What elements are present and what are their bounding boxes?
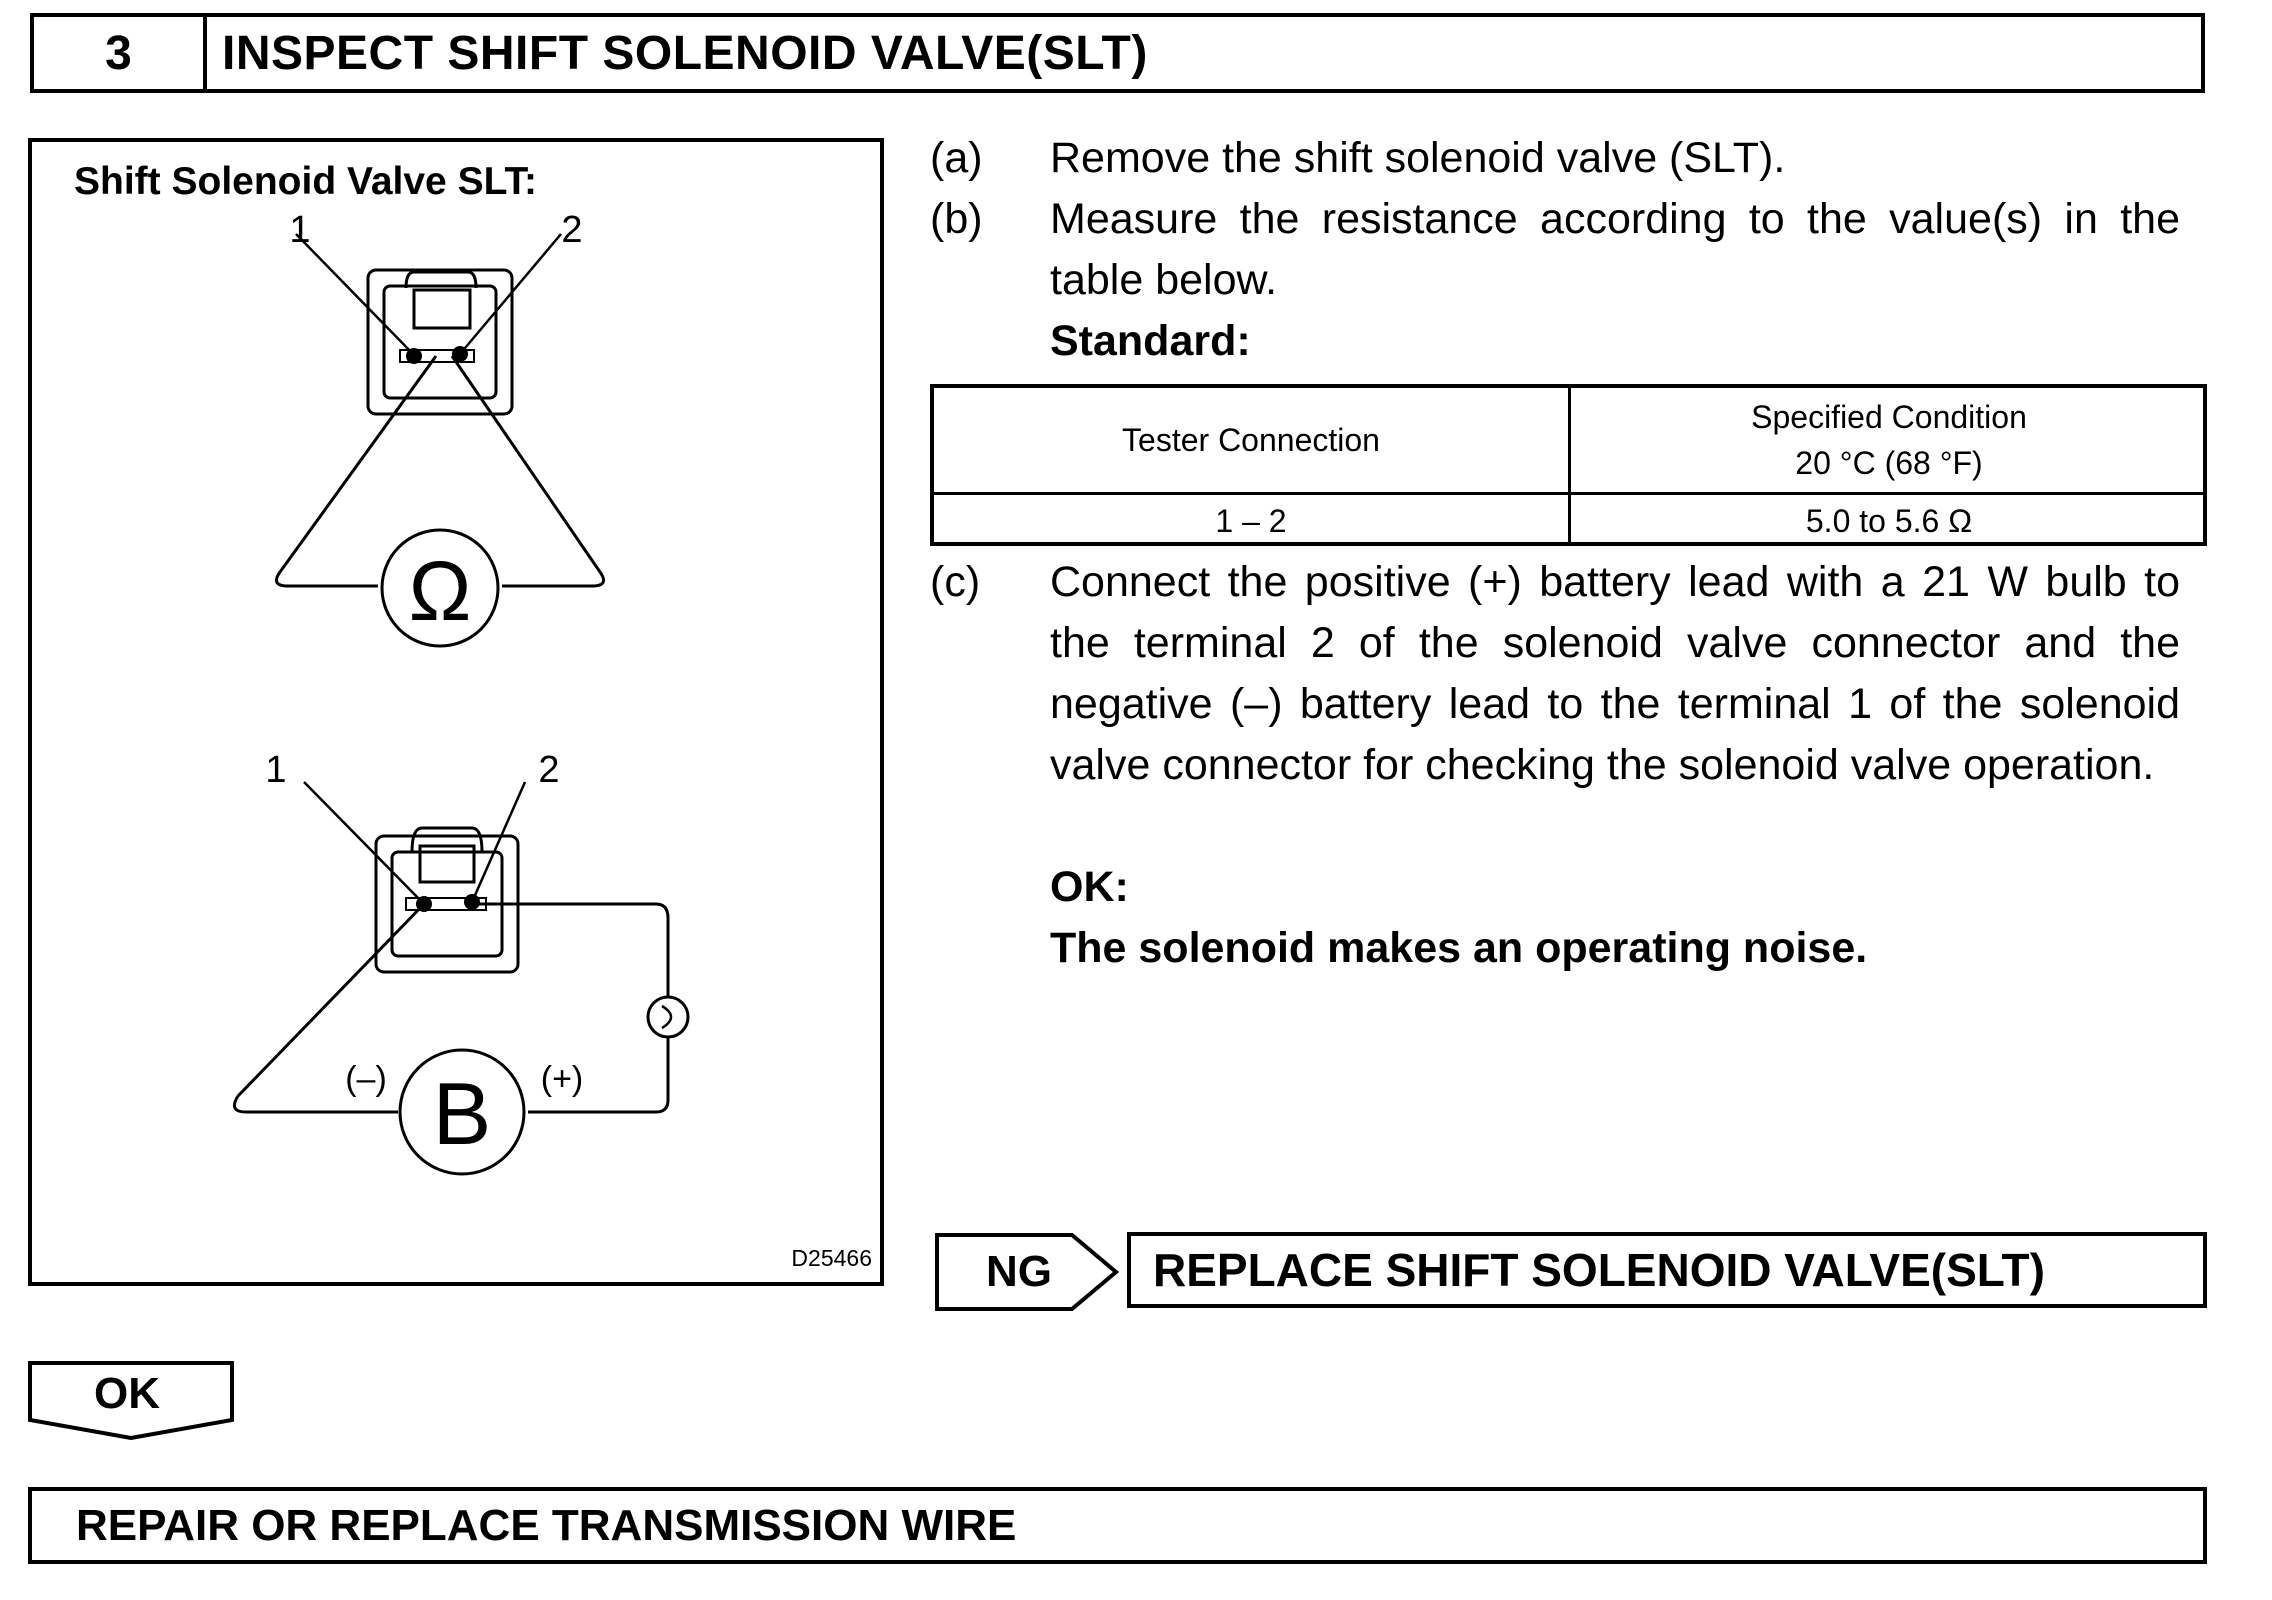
wire-right-bottom [502,571,606,588]
connector-outer [366,268,514,416]
bulb-icon [646,995,690,1039]
figure-panel: Shift Solenoid Valve SLT: 1 2 Ω [28,138,884,1286]
step-number: 3 [34,17,207,89]
lead-label-1 [295,233,416,357]
ok-action-box: REPAIR OR REPLACE TRANSMISSION WIRE [28,1487,2207,1564]
wire-positive-top [472,902,670,997]
instruction-b-text: Measure the resistance according to the … [1050,195,2180,304]
ok-criteria-label: OK: [1050,863,1129,911]
connector-latch-window-b [418,844,476,884]
spec-table: Tester Connection Specified Condition 20… [930,384,2207,546]
bottom-terminal-2-label: 2 [538,749,559,791]
connector-inner [382,284,498,400]
connector-latch-b [410,826,484,853]
terminal-dot-1 [406,348,422,364]
ng-arrow-tag [935,1233,1120,1311]
wire-positive-bottom [528,1037,670,1114]
figure-title: Shift Solenoid Valve SLT: [74,160,538,203]
resistance-test-diagram [274,233,606,648]
ng-label: NG [986,1247,1052,1296]
instruction-c-text: Connect the positive (+) battery lead wi… [1050,558,2180,789]
wire-negative [236,902,426,1098]
ohmmeter-circle [380,528,500,648]
wire-left-bottom [274,571,378,588]
ok-action-text: REPAIR OR REPLACE TRANSMISSION WIRE [76,1500,1017,1550]
ng-action-box: REPLACE SHIFT SOLENOID VALVE(SLT) [1127,1232,2207,1308]
table-cell-connection: 1 – 2 [1215,502,1287,539]
wire-left [278,355,438,573]
lead-label-2 [459,233,562,355]
table-cell-condition: 5.0 to 5.6 Ω [1805,502,1973,539]
top-terminal-2-label: 2 [561,209,582,251]
solenoid-diagrams: 1 2 Ω 1 2 B (–) (+) [232,209,690,1176]
step-title: INSPECT SHIFT SOLENOID VALVE(SLT) [222,26,1148,80]
ng-action-text: REPLACE SHIFT SOLENOID VALVE(SLT) [1153,1244,2045,1296]
positive-label: (+) [541,1060,584,1098]
wire-right [450,355,602,573]
terminal-dot-1b [416,896,432,912]
instruction-a-label: (a) [930,134,983,182]
operation-test-diagram [232,781,690,1176]
instruction-a-text: Remove the shift solenoid valve (SLT). [1050,134,1786,182]
wire-negative-bottom [232,1095,398,1114]
ok-arrow-tag [28,1361,234,1440]
ok-criteria-text: The solenoid makes an operating noise. [1050,924,1868,972]
instruction-b-label: (b) [930,195,983,243]
standard-label: Standard: [1050,317,1251,365]
table-header-connection: Tester Connection [1122,422,1380,458]
connector-latch [404,270,478,289]
terminal-dot-2 [452,346,468,362]
battery-icon: B [433,1064,492,1163]
battery-circle [398,1048,526,1176]
figure-code: D25466 [791,1245,872,1271]
table-header-condition: Specified Condition 20 °C (68 °F) [1751,399,2027,481]
terminal-dot-2b [464,894,480,910]
top-terminal-1-label: 1 [289,209,310,251]
lead-label-2b [470,781,527,903]
ohm-icon: Ω [409,544,472,638]
connector-latch-window [412,288,472,330]
lead-label-1b [303,781,425,905]
ok-label: OK [94,1369,160,1418]
bottom-terminal-1-label: 1 [265,749,286,791]
negative-label: (–) [345,1060,387,1098]
instruction-c-label: (c) [930,558,981,606]
step-header: 3 INSPECT SHIFT SOLENOID VALVE(SLT) [30,13,2205,93]
